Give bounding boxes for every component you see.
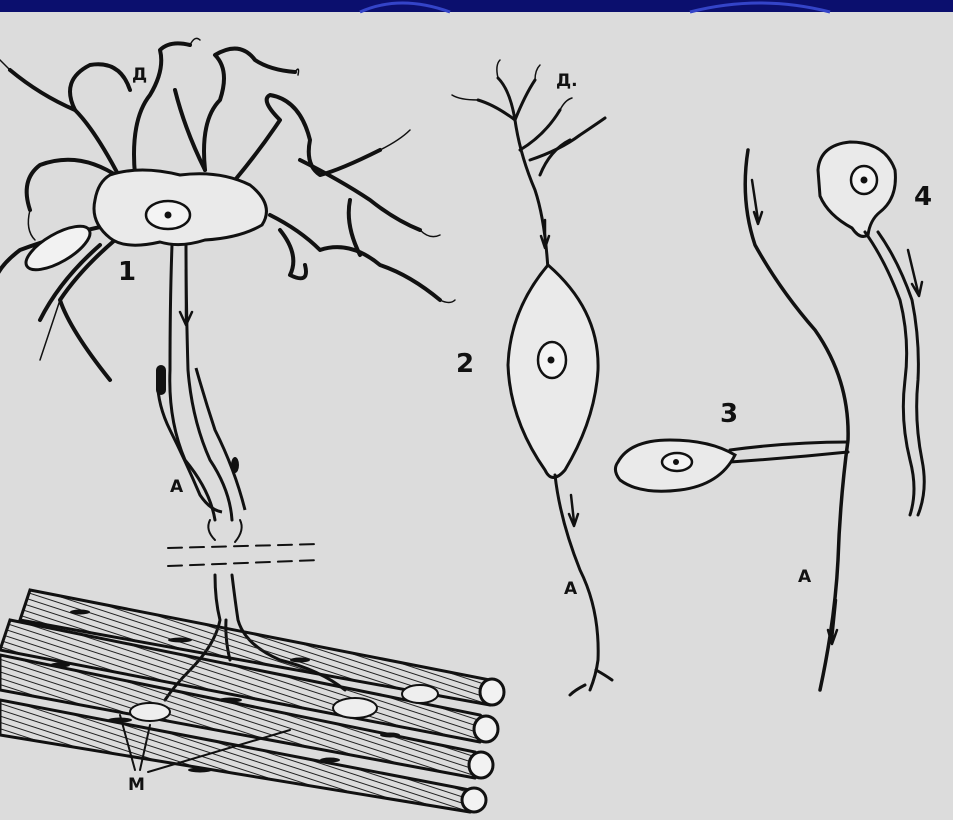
neuron-4-nucleolus [861, 177, 868, 184]
end-plate-1 [130, 703, 170, 721]
label-neuron-1: 1 [118, 257, 136, 287]
label-neuron-2: 2 [456, 349, 474, 379]
neuron-3-process [745, 150, 848, 690]
label-dendrite-1: Д [132, 65, 147, 85]
fiber-end-4 [462, 788, 486, 812]
schwann-nucleus-2 [231, 457, 239, 473]
neuron-3-nucleolus [673, 459, 679, 465]
label-axon-2: А [564, 579, 578, 599]
label-neuron-4: 4 [914, 182, 932, 212]
muscle-fibers [0, 590, 504, 812]
neuron-4-axon [865, 232, 914, 515]
neuron-4 [818, 142, 924, 515]
label-axon-3: А [798, 567, 812, 587]
label-neuron-3: 3 [720, 399, 738, 429]
fiber-end-2 [474, 716, 498, 742]
fiber-end-1 [480, 679, 504, 705]
schwann-nucleus [156, 365, 166, 395]
end-plate-3 [402, 685, 438, 703]
label-axon-1: А [170, 477, 184, 497]
end-plate-2 [333, 698, 377, 718]
neuron-2 [452, 60, 612, 695]
neuron-2-nucleolus [548, 357, 555, 364]
label-dendrite-2: Д. [556, 71, 578, 91]
fiber-end-3 [469, 752, 493, 778]
label-muscle: М [128, 775, 145, 795]
neuron-1-nucleolus [165, 212, 172, 219]
top-banner [0, 0, 953, 12]
